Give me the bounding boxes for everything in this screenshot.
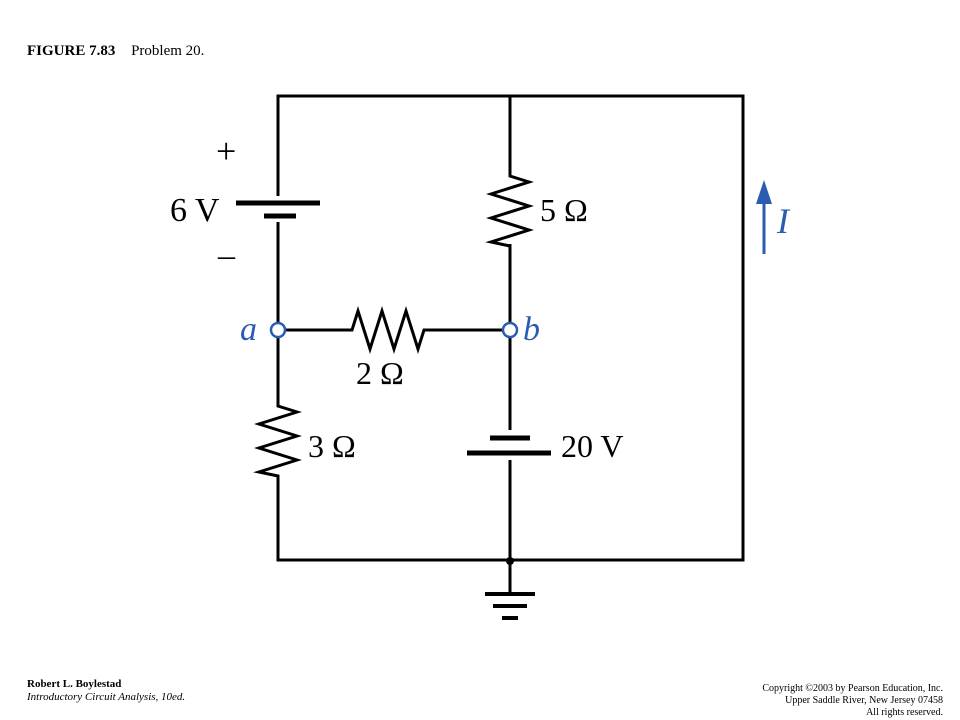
ground-symbol xyxy=(485,592,535,620)
node-a-terminal xyxy=(269,321,287,339)
footer-credit: Robert L. Boylestad Introductory Circuit… xyxy=(27,678,185,704)
resistor-2ohm-label: 2 Ω xyxy=(356,355,404,391)
junction-dot xyxy=(506,557,514,565)
author-name: Robert L. Boylestad xyxy=(27,678,122,690)
current-arrow xyxy=(756,180,772,254)
copyright-line: Upper Saddle River, New Jersey 07458 xyxy=(785,695,943,706)
source-6v-label: 6 V xyxy=(170,192,220,229)
node-a-label: a xyxy=(240,311,257,348)
copyright-line: Copyright ©2003 by Pearson Education, In… xyxy=(762,683,943,694)
source-20v-label: 20 V xyxy=(561,428,624,464)
minus-sign: – xyxy=(217,237,236,274)
battery-6v xyxy=(236,200,320,219)
book-title: Introductory Circuit Analysis, 10ed. xyxy=(27,691,186,703)
current-label: I xyxy=(776,201,791,241)
figure-caption: FIGURE 7.83 Problem 20. xyxy=(27,43,204,60)
problem-label: Problem 20. xyxy=(131,43,205,59)
resistor-3ohm-label: 3 Ω xyxy=(308,428,356,464)
node-b-terminal xyxy=(501,321,519,339)
resistor-5ohm xyxy=(485,170,534,252)
plus-sign: + xyxy=(216,131,236,171)
resistor-5ohm-label: 5 Ω xyxy=(540,192,588,228)
node-b-label: b xyxy=(523,311,540,348)
copyright-line: All rights reserved. xyxy=(866,707,943,718)
copyright-notice: Copyright ©2003 by Pearson Education, In… xyxy=(762,683,943,719)
resistor-3ohm xyxy=(253,402,302,482)
resistor-2ohm xyxy=(345,306,432,354)
figure-number: FIGURE 7.83 xyxy=(27,43,116,59)
battery-20v xyxy=(467,435,551,456)
